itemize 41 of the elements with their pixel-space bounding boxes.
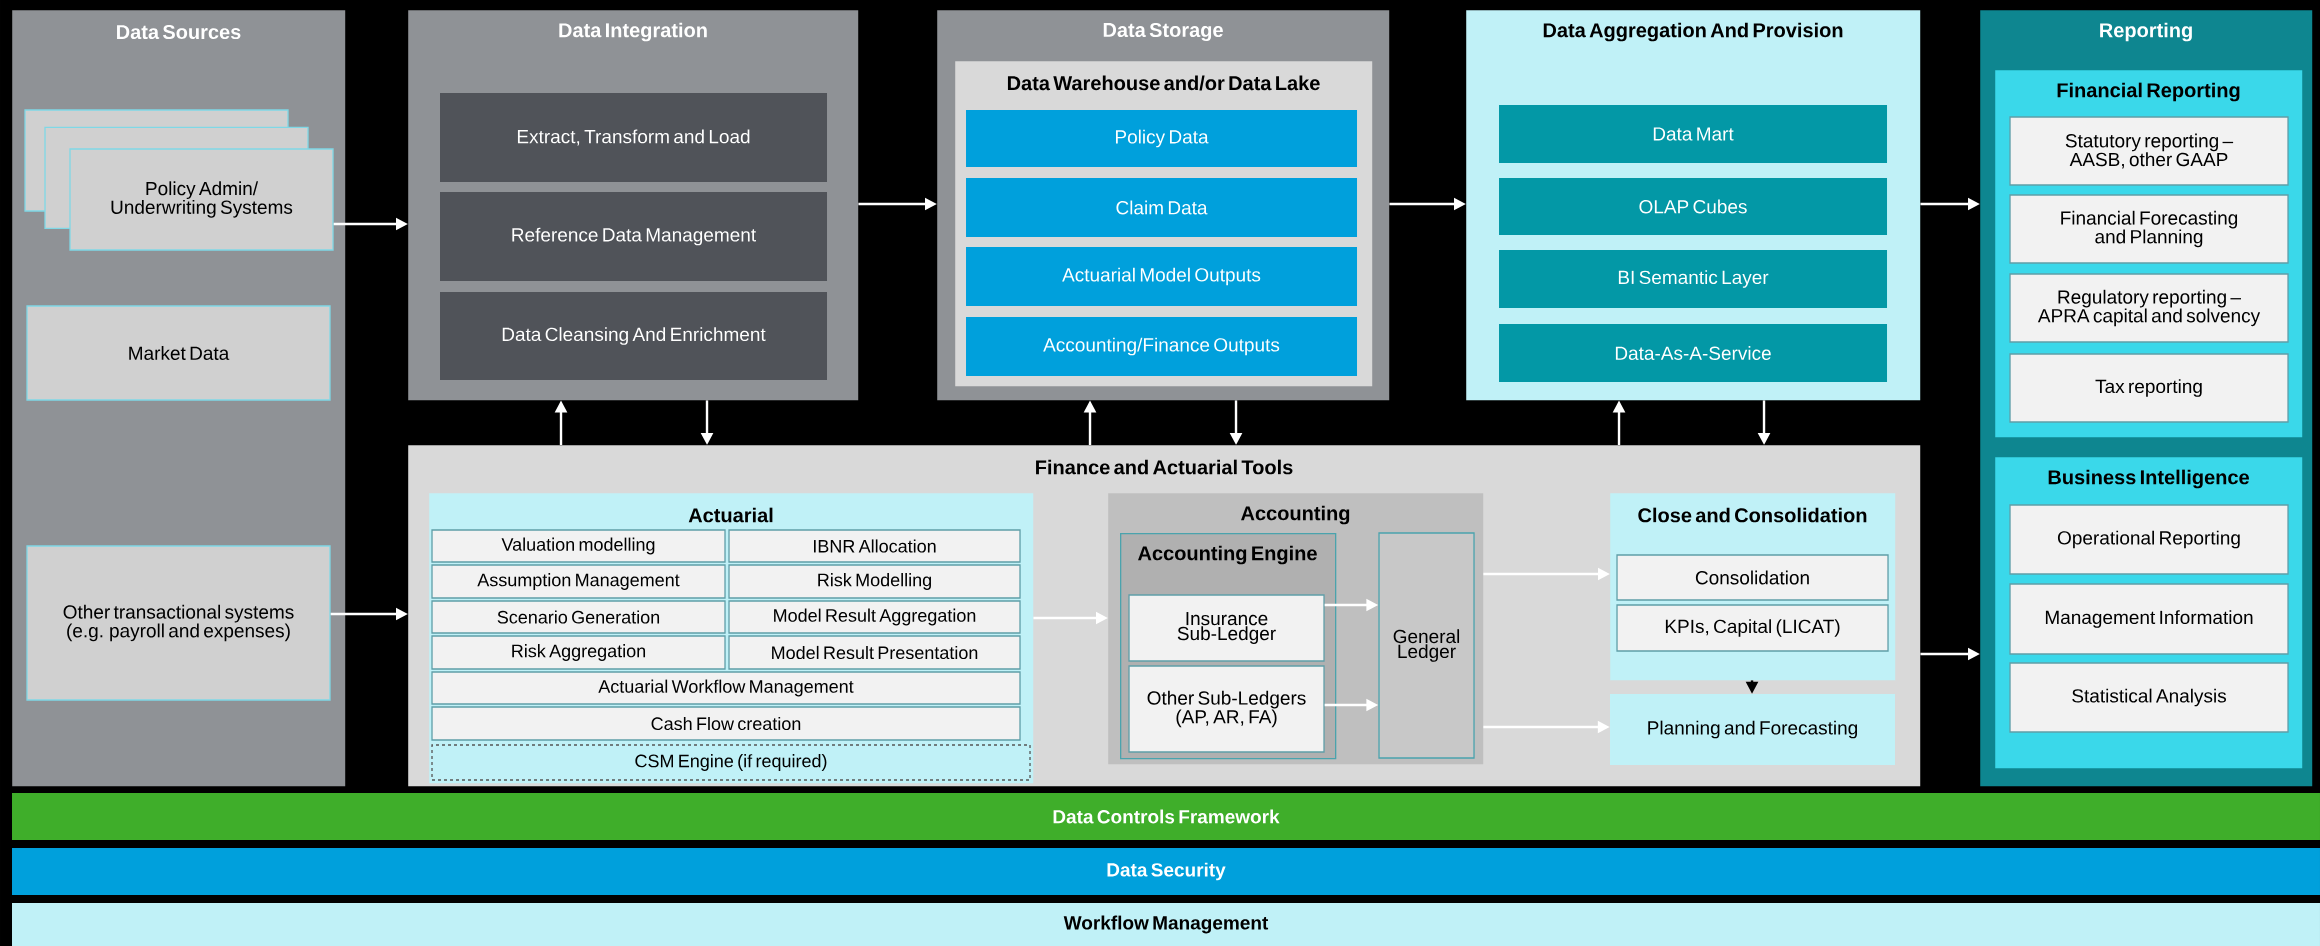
item-box: Risk Modelling xyxy=(728,564,1021,599)
item-box: Operational Reporting xyxy=(2009,504,2289,575)
optional-box: CSM Engine (if required) xyxy=(431,744,1031,781)
item-box: Scenario Generation xyxy=(431,600,726,634)
layer-box: BI Semantic Layer xyxy=(1499,250,1887,308)
band: Data Controls Framework xyxy=(12,793,2320,840)
system-box: Market Data xyxy=(26,305,331,401)
item-box: KPIs, Capital (LICAT) xyxy=(1616,604,1889,652)
item-box: Model Result Presentation xyxy=(728,635,1021,670)
system-box: Other transactional systems (e.g. payroll and expenses) xyxy=(26,545,331,701)
item-box: Consolidation xyxy=(1616,554,1889,601)
item-box: Model Result Aggregation xyxy=(728,600,1021,634)
item-box: Actuarial Workflow Management xyxy=(431,671,1021,705)
item-box: Financial Forecasting and Planning xyxy=(2009,194,2289,264)
item-box: Valuation modelling xyxy=(431,529,726,563)
data-box: Policy Data xyxy=(966,110,1357,167)
process-box: Data Cleansing And Enrichment xyxy=(440,292,827,380)
item-box: Tax reporting xyxy=(2009,353,2289,423)
stacked-system-box: Policy Admin/ Underwriting Systems xyxy=(24,109,334,251)
item-box: Statutory reporting – AASB, other GAAP xyxy=(2009,116,2289,186)
layer-box: OLAP Cubes xyxy=(1499,178,1887,235)
process-box: Reference Data Management xyxy=(440,192,827,281)
layer-box: Data Mart xyxy=(1499,105,1887,163)
data-box: Actuarial Model Outputs xyxy=(966,247,1357,306)
ledger-box: General Ledger xyxy=(1378,532,1475,759)
process-box: Extract, Transform and Load xyxy=(440,93,827,182)
item-box: IBNR Allocation xyxy=(728,529,1021,563)
band: Workflow Management xyxy=(12,903,2320,946)
item-box: Cash Flow creation xyxy=(431,706,1021,741)
item-box: Risk Aggregation xyxy=(431,635,726,670)
data-box: Claim Data xyxy=(966,178,1357,237)
data-box: Accounting/Finance Outputs xyxy=(966,317,1357,376)
item-box: Assumption Management xyxy=(431,564,726,599)
item-box: Regulatory reporting – APRA capital and solvency xyxy=(2009,273,2289,343)
item-box: Statistical Analysis xyxy=(2009,662,2289,733)
item-box: Insurance Sub-Ledger xyxy=(1128,594,1325,662)
item-box: Management Information xyxy=(2009,583,2289,655)
process-box: Planning and Forecasting xyxy=(1610,694,1895,765)
layer-box: Data-As-A-Service xyxy=(1499,324,1887,382)
band: Data Security xyxy=(12,848,2320,895)
item-box: Other Sub-Ledgers (AP, AR, FA) xyxy=(1128,665,1325,753)
